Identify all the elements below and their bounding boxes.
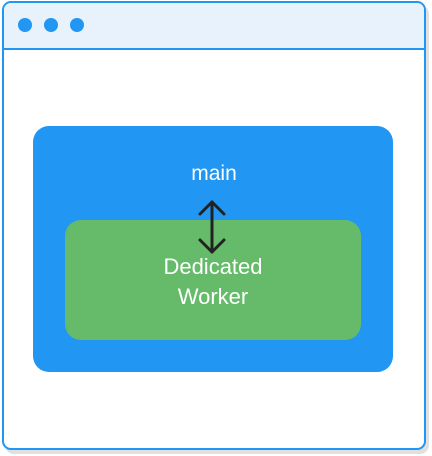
worker-label-line1: Dedicated: [163, 254, 263, 279]
dedicated-worker-label: Dedicated Worker: [65, 252, 361, 312]
bidirectional-arrow-icon: [198, 200, 226, 254]
browser-window: main Dedicated Worker: [2, 1, 426, 450]
arrow-head-up: [198, 200, 226, 216]
window-titlebar: [4, 3, 424, 50]
arrow-head-down: [198, 238, 226, 254]
main-thread-label: main: [191, 162, 237, 185]
worker-label-line2: Worker: [177, 284, 249, 309]
window-dot-icon: [18, 18, 32, 32]
window-dot-icon: [44, 18, 58, 32]
window-dot-icon: [70, 18, 84, 32]
